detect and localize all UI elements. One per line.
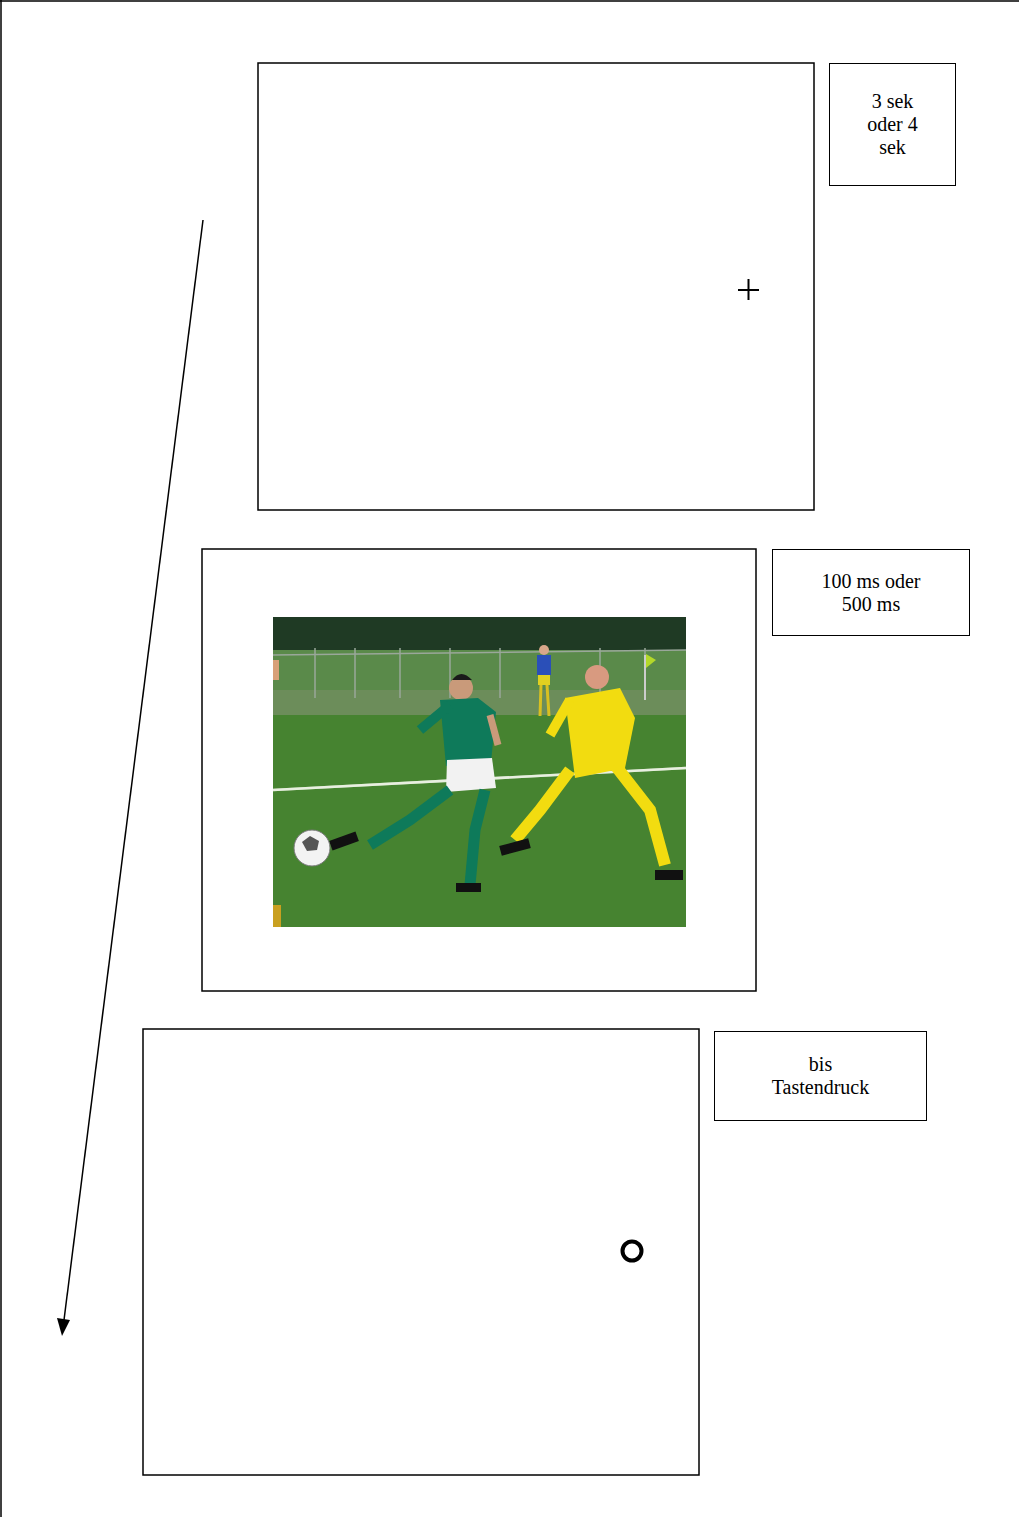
page-border — [0, 0, 2, 1517]
timing-box: 3 sek oder 4 sek — [829, 63, 956, 186]
screen-frame — [258, 63, 814, 510]
page-border — [0, 0, 1019, 2]
probe-circle — [623, 1242, 642, 1261]
fixation-cross — [748, 279, 750, 300]
football-photo — [273, 617, 686, 927]
timing-box: bis Tastendruck — [714, 1031, 927, 1121]
arrow-head — [57, 1318, 70, 1336]
screen-frame — [143, 1029, 699, 1475]
timing-text: 100 ms oder 500 ms — [810, 570, 932, 616]
timing-text: bis Tastendruck — [760, 1053, 882, 1099]
screen-frame — [202, 549, 756, 991]
timing-box: 100 ms oder 500 ms — [772, 549, 970, 636]
timing-text: 3 sek oder 4 sek — [858, 90, 928, 159]
